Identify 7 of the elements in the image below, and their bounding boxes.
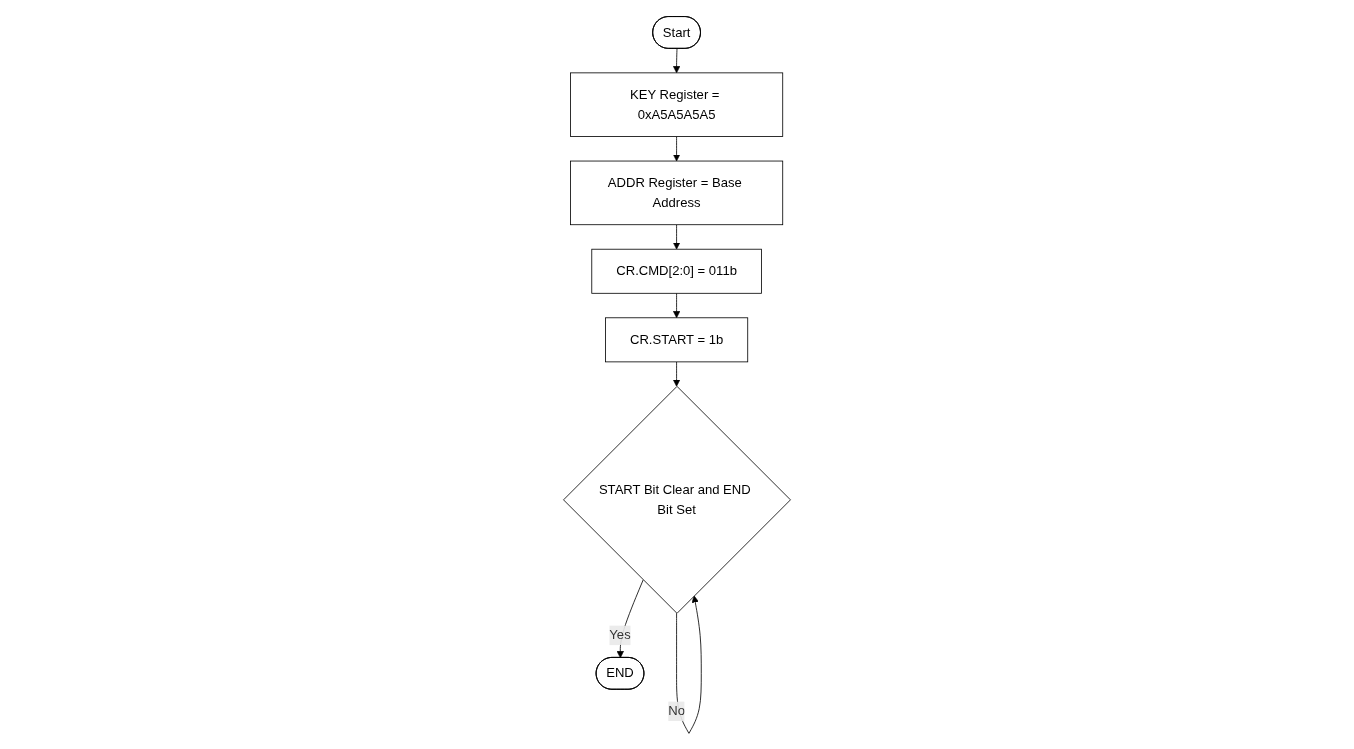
node-box: ADDR Register = Base Address xyxy=(570,160,784,225)
edge-label: No xyxy=(668,703,685,718)
node-box: CR.START = 1b xyxy=(605,316,749,362)
node-diamond: START Bit Clear and END Bit Set xyxy=(563,385,791,614)
node-box: CR.CMD[2:0] = 011b xyxy=(591,248,762,294)
node-box: KEY Register = 0xA5A5A5A5 xyxy=(570,71,784,137)
edge-label: Yes xyxy=(609,627,631,642)
